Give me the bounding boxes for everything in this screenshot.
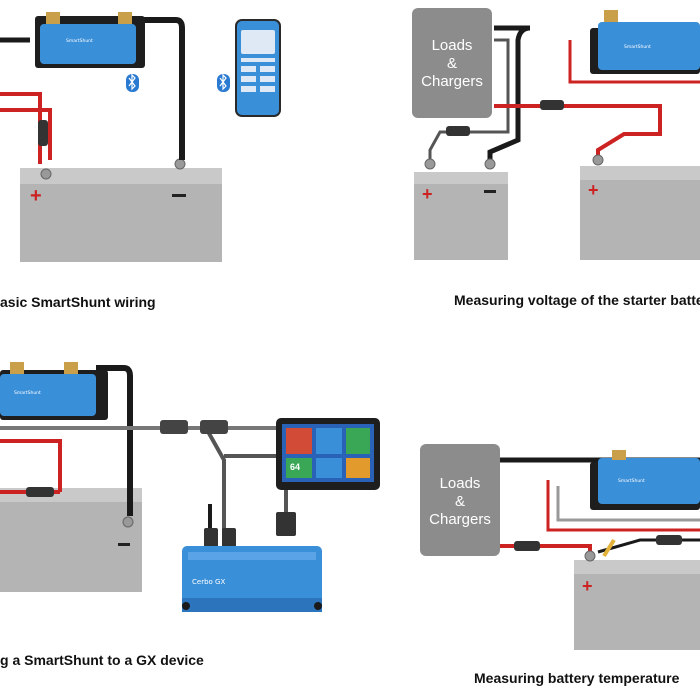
phone-app-screen bbox=[235, 19, 281, 117]
usb-connector bbox=[222, 528, 236, 548]
negative-cable bbox=[96, 365, 133, 516]
panel-gx-device: SmartShunt 64 Cerbo GX bbox=[0, 362, 380, 612]
ve-direct-connector bbox=[200, 420, 228, 434]
negative-symbol bbox=[172, 194, 186, 197]
caption-basic-wiring: asic SmartShunt wiring bbox=[0, 294, 156, 310]
positive-symbol: + bbox=[582, 576, 593, 596]
caption-starter-battery: Measuring voltage of the starter battery bbox=[454, 292, 700, 308]
fuse-holder bbox=[38, 120, 48, 146]
screen-tile-value: 64 bbox=[290, 462, 300, 472]
battery-positive-terminal bbox=[584, 550, 596, 562]
loads-and-chargers-box: Loads & Chargers bbox=[412, 8, 492, 118]
caption-gx-device: g a SmartShunt to a GX device bbox=[0, 652, 204, 668]
negative-symbol bbox=[118, 543, 130, 546]
positive-symbol: + bbox=[422, 184, 433, 204]
cerbo-gx-device: Cerbo GX bbox=[182, 546, 322, 612]
battery-main bbox=[0, 488, 142, 592]
negative-cable bbox=[140, 17, 185, 160]
battery-main: + bbox=[574, 560, 700, 650]
caption-battery-temperature: Measuring battery temperature bbox=[474, 670, 680, 686]
positive-symbol: + bbox=[30, 185, 42, 207]
positive-symbol: + bbox=[588, 180, 599, 200]
house-battery: + bbox=[580, 166, 700, 260]
smartshunt: SmartShunt bbox=[590, 10, 700, 74]
ampersand-label: & bbox=[447, 55, 457, 72]
ve-direct-connector bbox=[160, 420, 188, 434]
smartshunt: SmartShunt bbox=[0, 362, 108, 420]
shunt-label: SmartShunt bbox=[14, 390, 41, 396]
battery-negative-terminal bbox=[174, 158, 186, 170]
loads-and-chargers-box: Loads & Chargers bbox=[420, 444, 500, 556]
negative-cable bbox=[487, 25, 531, 166]
negative-symbol bbox=[484, 190, 496, 193]
starter-battery: + bbox=[414, 172, 508, 260]
sense-cable bbox=[428, 38, 510, 166]
starter-negative-terminal bbox=[484, 158, 496, 170]
loads-label: Loads bbox=[440, 475, 481, 492]
gx-label: Cerbo GX bbox=[192, 578, 225, 586]
temperature-sensor bbox=[602, 538, 616, 558]
shunt-label: SmartShunt bbox=[66, 38, 93, 44]
positive-cable bbox=[546, 480, 700, 532]
fuse-holder bbox=[446, 126, 470, 136]
positive-cable bbox=[568, 40, 700, 84]
temperature-sense-cable bbox=[556, 486, 700, 522]
positive-cable bbox=[494, 104, 662, 160]
chargers-label: Chargers bbox=[421, 73, 483, 90]
battery-positive-terminal bbox=[40, 168, 52, 180]
shunt-label: SmartShunt bbox=[624, 44, 651, 50]
smartshunt: SmartShunt bbox=[590, 450, 700, 510]
positive-cable bbox=[0, 439, 62, 492]
positive-cable bbox=[0, 92, 42, 164]
gx-touch-screen: 64 bbox=[276, 418, 380, 490]
panel-starter-battery: Loads & Chargers + + bbox=[412, 8, 700, 260]
battery-negative-terminal bbox=[122, 516, 134, 528]
smartshunt: SmartShunt bbox=[35, 12, 145, 68]
starter-positive-terminal bbox=[424, 158, 436, 170]
loads-label: Loads bbox=[432, 37, 473, 54]
shunt-label: SmartShunt bbox=[618, 478, 645, 484]
fuse-holder bbox=[540, 100, 564, 110]
chargers-label: Chargers bbox=[429, 511, 491, 528]
bluetooth-icon bbox=[126, 73, 139, 92]
positive-cable bbox=[0, 108, 52, 160]
panel-basic-wiring: + SmartShunt bbox=[0, 12, 281, 262]
fuse-holder bbox=[514, 541, 540, 551]
fuse-holder bbox=[26, 487, 54, 497]
ampersand-label: & bbox=[455, 493, 465, 510]
bluetooth-icon bbox=[217, 73, 230, 92]
fuse-holder bbox=[656, 535, 682, 545]
panel-battery-temperature: Loads & Chargers + SmartShunt bbox=[420, 444, 700, 650]
positive-cable bbox=[500, 544, 592, 554]
usb-connector bbox=[204, 528, 218, 548]
battery-main: + bbox=[20, 168, 222, 262]
hdmi-connector bbox=[276, 512, 296, 536]
house-positive-terminal bbox=[592, 154, 604, 166]
